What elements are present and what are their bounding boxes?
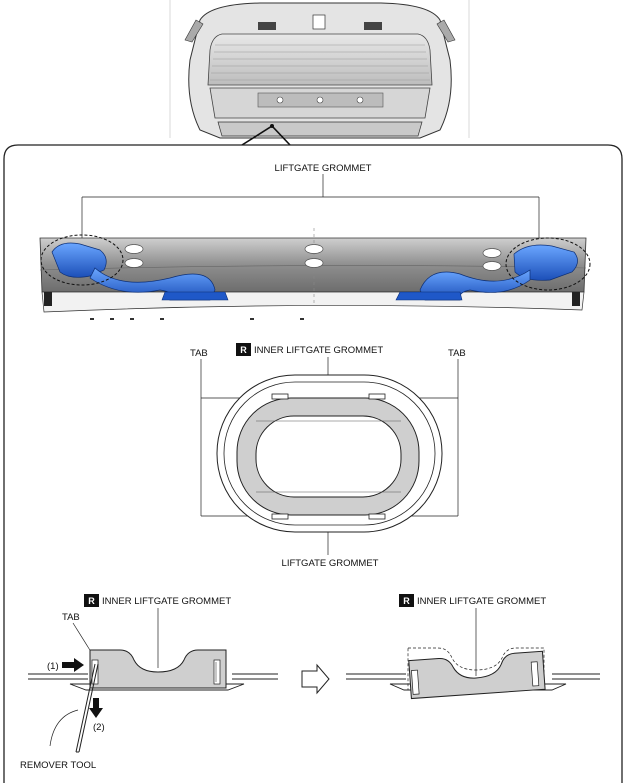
replace-badge-step1 xyxy=(84,594,99,607)
removal-step-view: R INNER LIFTGATE GROMMET TAB (1) (2) REM… xyxy=(20,594,278,771)
step-1-label: (1) xyxy=(47,661,59,672)
grommet-top-view: R INNER LIFTGATE GROMMET TAB TAB LIFTGAT… xyxy=(190,343,466,569)
tab-label-right: TAB xyxy=(448,348,466,359)
liftgate-grommet-label-top: LIFTGATE GROMMET xyxy=(275,163,372,174)
svg-text:R: R xyxy=(240,345,247,355)
right-liftgate-grommet xyxy=(395,237,591,301)
push-arrow-down-icon xyxy=(89,698,103,718)
tab-label-left: TAB xyxy=(190,348,208,359)
push-arrow-right-icon xyxy=(62,658,84,672)
svg-text:R: R xyxy=(403,596,410,606)
liftgate-overview-illustration xyxy=(169,0,470,146)
replace-badge-mid xyxy=(236,343,251,356)
hollow-right-arrow-icon xyxy=(301,663,330,695)
inner-grommet-label-step1: INNER LIFTGATE GROMMET xyxy=(102,596,231,607)
inner-grommet-label-mid: INNER LIFTGATE GROMMET xyxy=(254,345,383,356)
left-liftgate-grommet xyxy=(40,234,229,301)
inner-grommet-label-step2: INNER LIFTGATE GROMMET xyxy=(417,596,546,607)
tab-label-step: TAB xyxy=(62,612,80,623)
grommet-location-view: LIFTGATE GROMMET xyxy=(39,163,591,320)
liftgate-grommet-label-bottom: LIFTGATE GROMMET xyxy=(282,558,379,569)
svg-text:R: R xyxy=(88,596,95,606)
remover-tool-label: REMOVER TOOL xyxy=(20,760,96,771)
removed-state-view: R INNER LIFTGATE GROMMET xyxy=(346,594,600,700)
replace-badge-step2 xyxy=(399,594,414,607)
step-2-label: (2) xyxy=(93,722,105,733)
remover-tool xyxy=(75,663,99,753)
